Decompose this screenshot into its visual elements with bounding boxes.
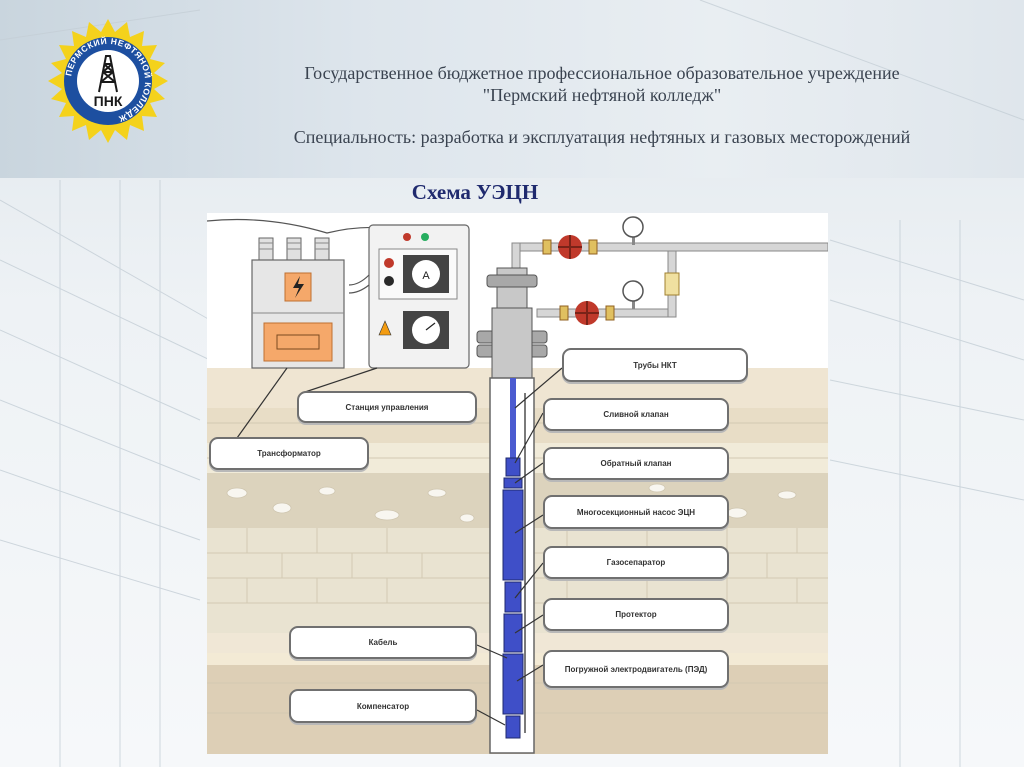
label-gas-separator: Газосепаратор [543, 546, 729, 579]
esp-string [503, 458, 523, 738]
label-pump: Многосекционный насос ЭЦН [543, 495, 729, 529]
label-tubes: Трубы НКТ [562, 348, 748, 382]
college-logo: ПЕРМСКИЙ НЕФТЯНОЙ КОЛЛЕДЖ ПНК [45, 18, 171, 144]
label-compensator: Компенсатор [289, 689, 477, 723]
label-transformer: Трансформатор [209, 437, 369, 470]
label-cable: Кабель [289, 626, 477, 659]
esp-scheme: A [207, 213, 828, 754]
svg-text:A: A [422, 270, 430, 282]
institution-name: Государственное бюджетное профессиональн… [180, 62, 1024, 84]
diagram-title: Схема УЭЦН [340, 180, 610, 205]
label-control-station: Станция управления [297, 391, 477, 423]
label-drain-valve: Сливной клапан [543, 398, 729, 431]
label-motor: Погружной электродвигатель (ПЭД) [543, 650, 729, 688]
label-protector: Протектор [543, 598, 729, 631]
college-name: "Пермский нефтяной колледж" [180, 84, 1024, 106]
svg-text:ПНК: ПНК [94, 93, 123, 109]
specialty-line: Специальность: разработка и эксплуатация… [180, 126, 1024, 148]
label-check-valve: Обратный клапан [543, 447, 729, 480]
tubing [510, 378, 516, 458]
